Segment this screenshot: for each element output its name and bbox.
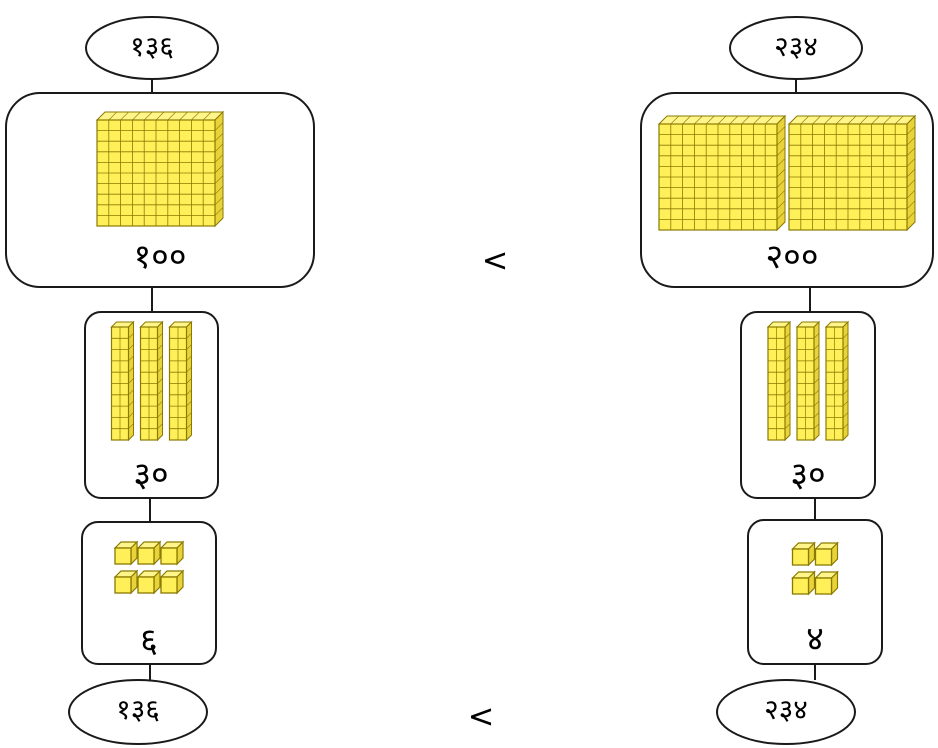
left-tens-label: ३० bbox=[133, 455, 169, 495]
left-bottom-number-label: १३६ bbox=[116, 693, 160, 726]
right-bottom-number-label: २३४ bbox=[764, 693, 808, 726]
one-unit-cube bbox=[159, 540, 185, 566]
one-unit-cube bbox=[814, 541, 839, 567]
ten-rod-block bbox=[766, 320, 792, 442]
one-unit-cube bbox=[113, 569, 139, 595]
one-unit-cube bbox=[791, 541, 816, 567]
hundred-flat-block bbox=[95, 110, 225, 228]
left-ones-blocks bbox=[113, 540, 185, 595]
right-top-number-label: २३४ bbox=[774, 30, 818, 63]
left-hundreds-label: १०० bbox=[133, 237, 187, 277]
connector-lines bbox=[149, 78, 816, 680]
right-tens-label: ३० bbox=[790, 455, 826, 495]
left-top-number-oval bbox=[85, 16, 219, 80]
one-unit-cube bbox=[814, 570, 839, 596]
ten-rod-block bbox=[824, 320, 850, 442]
left-hundreds-blocks bbox=[95, 110, 225, 228]
right-ones-blocks bbox=[791, 541, 839, 596]
bottom-comparison-symbol: < bbox=[467, 697, 495, 735]
ten-rod-block bbox=[110, 320, 135, 442]
left-tens-blocks bbox=[110, 320, 193, 442]
hundred-flat-block bbox=[657, 114, 787, 232]
one-unit-cube bbox=[791, 570, 816, 596]
ten-rod-block bbox=[139, 320, 164, 442]
left-bottom-number-oval bbox=[68, 679, 208, 745]
right-hundreds-blocks bbox=[657, 114, 917, 232]
hundred-flat-block bbox=[787, 114, 917, 232]
top-comparison-symbol: < bbox=[481, 241, 509, 279]
right-top-number-oval bbox=[729, 16, 863, 80]
one-unit-cube bbox=[136, 540, 162, 566]
left-top-number-label: १३६ bbox=[130, 30, 174, 63]
right-ones-label: ४ bbox=[806, 619, 824, 659]
one-unit-cube bbox=[159, 569, 185, 595]
right-hundreds-label: २०० bbox=[765, 237, 819, 277]
one-unit-cube bbox=[113, 540, 139, 566]
right-tens-blocks bbox=[766, 320, 850, 442]
ten-rod-block bbox=[795, 320, 821, 442]
one-unit-cube bbox=[136, 569, 162, 595]
right-bottom-number-oval bbox=[716, 679, 856, 745]
left-ones-label: ६ bbox=[140, 621, 158, 661]
ten-rod-block bbox=[168, 320, 193, 442]
